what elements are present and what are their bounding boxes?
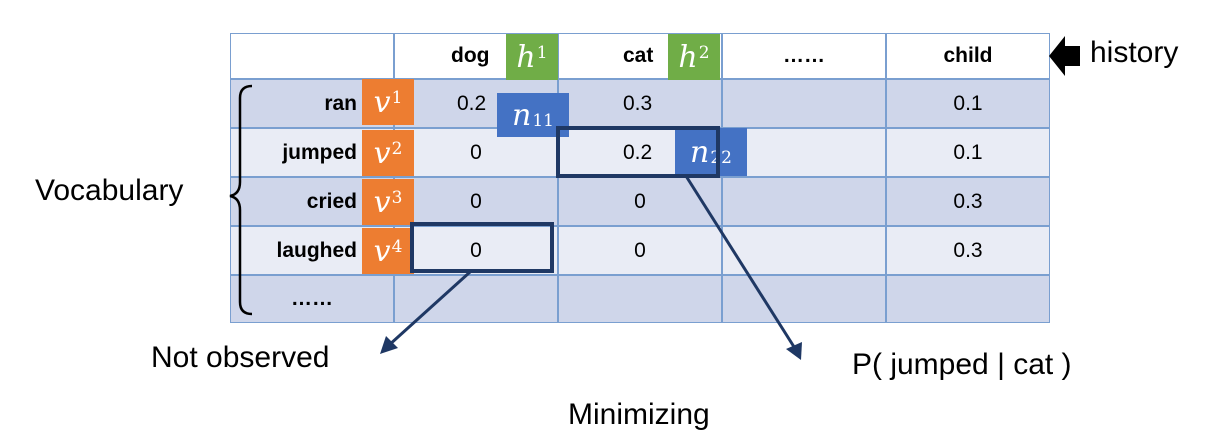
v4-base: v	[373, 233, 391, 269]
cell-ran-child: 0.1	[886, 79, 1050, 128]
v2-sup: 2	[391, 139, 403, 159]
row-label-ellipsis: ……	[230, 275, 394, 323]
h1-sup: 1	[536, 43, 548, 63]
header-cell-ellipsis: ……	[722, 33, 886, 79]
jumped-cat-highlight-box	[556, 126, 720, 178]
cell-cried-child: 0.3	[886, 177, 1050, 226]
vocabulary-label: Vocabulary	[35, 174, 184, 207]
h2-sup: 2	[698, 43, 710, 63]
cell-laughed-ellipsis	[722, 226, 886, 275]
v2-base: v	[373, 135, 391, 171]
cell-jumped-ellipsis	[722, 128, 886, 177]
v1-base: v	[373, 84, 391, 120]
v3-base: v	[373, 184, 391, 220]
v4-sup: 4	[391, 237, 403, 257]
h2-base: h	[678, 39, 698, 75]
probability-label: P( jumped | cat )	[852, 348, 1072, 381]
cell-laughed-child: 0.3	[886, 226, 1050, 275]
header-corner-cell	[230, 33, 394, 79]
v3-sup: 3	[391, 188, 403, 208]
cell-ellipsis-ellipsis	[722, 275, 886, 323]
header-cell-child: child	[886, 33, 1050, 79]
not-observed-arrow	[386, 270, 472, 348]
cell-cried-ellipsis	[722, 177, 886, 226]
not-observed-arrowhead	[380, 336, 398, 354]
history-arrow	[1049, 36, 1080, 76]
cell-cried-cat: 0	[558, 177, 722, 226]
cell-ran-cat: 0.3	[558, 79, 722, 128]
v1-sup: 1	[391, 88, 403, 108]
cell-laughed-cat: 0	[558, 226, 722, 275]
not-observed-highlight-box	[410, 222, 554, 273]
n11-sub: 11	[532, 111, 554, 131]
n22-base: n	[690, 134, 710, 170]
probability-arrowhead	[786, 342, 802, 360]
cell-ellipsis-cat	[558, 275, 722, 323]
cell-ran-ellipsis	[722, 79, 886, 128]
n11-base: n	[512, 97, 532, 133]
probability-arrow	[684, 175, 798, 351]
minimizing-label: Minimizing	[568, 398, 710, 431]
not-observed-label: Not observed	[151, 341, 330, 374]
cell-jumped-child: 0.1	[886, 128, 1050, 177]
cell-ellipsis-child	[886, 275, 1050, 323]
h1-base: h	[516, 39, 536, 75]
annotation-overlay	[229, 36, 1080, 360]
n22-sub: 22	[710, 148, 732, 168]
vocabulary-brace	[229, 84, 253, 316]
history-label: history	[1090, 36, 1179, 69]
